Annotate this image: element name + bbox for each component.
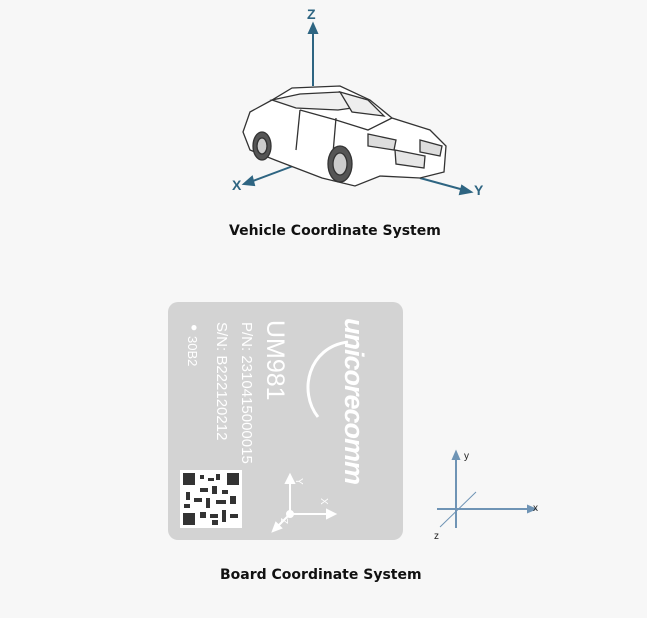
ref-x-label: x (533, 503, 538, 514)
vehicle-x-label: X (232, 177, 242, 193)
car-icon (242, 85, 447, 187)
vehicle-diagram (241, 21, 474, 196)
batch-code: 30B2 (185, 336, 200, 367)
serial-number: S/N: B222120212 (213, 322, 230, 441)
logo-swoosh (306, 340, 349, 418)
vehicle-x-axis (241, 165, 294, 187)
vehicle-y-axis (419, 177, 474, 196)
part-number: P/N: 2310415000015 (238, 322, 255, 464)
model-name: UM981 (261, 320, 289, 401)
reference-axes (437, 449, 538, 528)
board-axes (271, 472, 338, 533)
vehicle-y-label: Y (474, 182, 484, 198)
qr-code-icon (180, 470, 242, 528)
unicorecomm-logo: unicorecomm (339, 318, 369, 485)
batch-dot-icon: ● (187, 320, 201, 334)
board-y-label: Y (293, 478, 304, 485)
vehicle-caption: Vehicle Coordinate System (229, 223, 441, 239)
ref-y-label: y (464, 451, 469, 462)
board-z-label: Z (278, 518, 289, 525)
um981-board: ● 30B2 S/N: B222120212 P/N: 231041500001… (168, 302, 403, 540)
ref-z-label: z (434, 531, 439, 542)
vehicle-z-axis (307, 21, 319, 86)
board-x-label: X (318, 498, 329, 505)
ref-z-axis (439, 491, 477, 528)
board-caption: Board Coordinate System (220, 567, 422, 583)
vehicle-z-label: Z (307, 6, 316, 22)
